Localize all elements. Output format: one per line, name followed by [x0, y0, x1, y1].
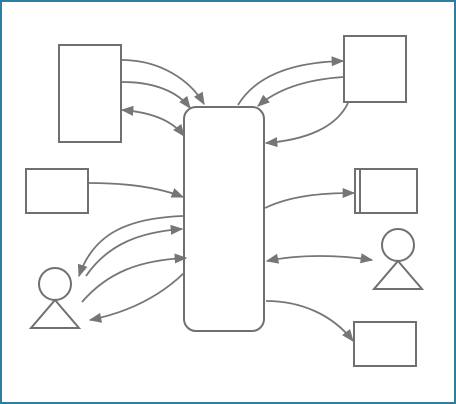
edge-top-right-to-center-2 — [264, 102, 349, 148]
edge-top-left-to-center-1 — [121, 59, 205, 106]
edge-center-actor-right-bidir — [265, 253, 374, 264]
edge-center-to-top-right — [237, 56, 345, 106]
data-store-top-left[interactable] — [58, 44, 122, 143]
edge-actor-left-to-center-2 — [81, 253, 188, 303]
actor-left[interactable] — [28, 267, 82, 329]
actor-left-head — [38, 267, 72, 301]
edge-top-left-center-bidir — [120, 105, 185, 138]
edge-center-to-mid-right — [264, 187, 356, 209]
edge-top-left-to-center-2 — [121, 81, 191, 110]
data-store-mid-right[interactable] — [359, 168, 418, 214]
actor-right[interactable] — [371, 228, 425, 290]
actor-right-head — [381, 228, 415, 262]
data-store-top-right[interactable] — [343, 35, 407, 103]
data-store-bottom-right[interactable] — [353, 321, 417, 367]
edge-center-to-actor-left-2 — [88, 272, 185, 323]
edge-actor-left-to-center-1 — [85, 224, 184, 277]
edge-mid-left-to-center — [88, 182, 185, 198]
center-process[interactable] — [183, 106, 265, 332]
edge-center-to-bottom-right — [265, 300, 354, 342]
data-store-mid-left[interactable] — [25, 168, 89, 214]
edge-center-to-actor-left-1 — [77, 215, 184, 278]
edge-top-right-to-center-1 — [257, 76, 344, 107]
actor-left-body — [28, 298, 82, 329]
actor-right-body — [371, 259, 425, 290]
